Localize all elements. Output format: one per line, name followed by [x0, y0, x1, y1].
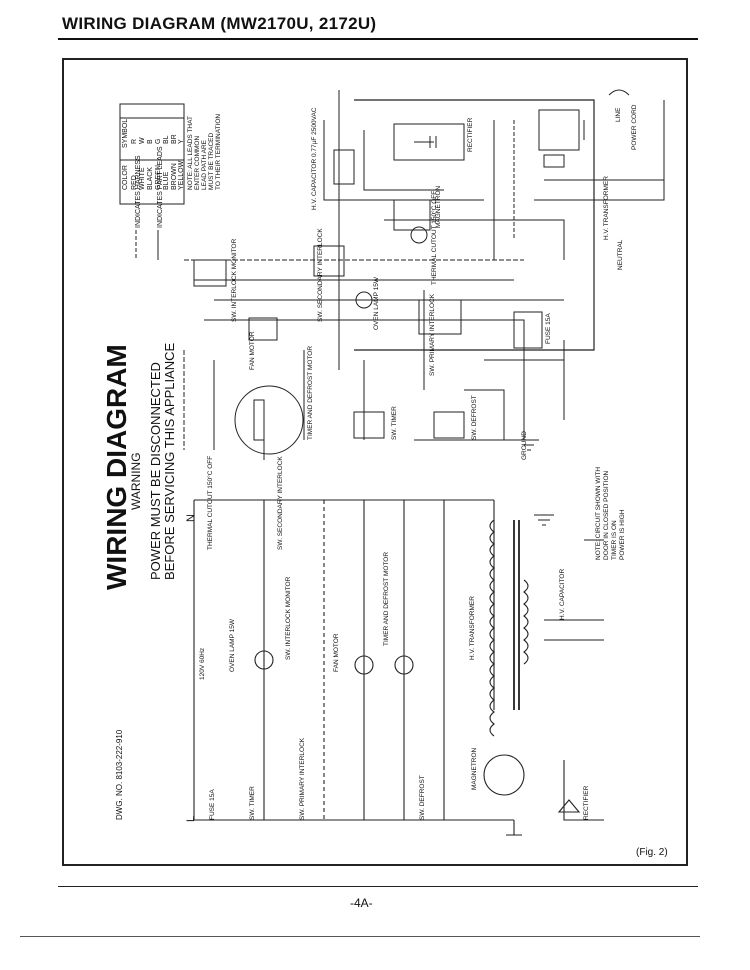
schematic-oven-lamp: OVEN LAMP 15W [229, 618, 236, 672]
schematic-l: L [185, 816, 197, 822]
color-row-3-symbol: G [155, 139, 162, 144]
color-row-4-name: BLUE [163, 171, 170, 190]
warning-line-1: POWER MUST BE DISCONNECTED [148, 362, 163, 580]
label-fuse: FUSE 15A [545, 313, 552, 344]
page-number: -4A- [350, 896, 373, 910]
color-row-5-symbol: BR [171, 134, 178, 144]
schematic-hv-transformer: H.V. TRANSFORMER [469, 596, 476, 660]
schematic-timer-motor: TIMER AND DEFROST MOTOR [383, 552, 390, 646]
schematic-n: N [185, 514, 197, 522]
schematic-voltage: 120V 60Hz [199, 648, 206, 680]
color-row-2-name: BLACK [147, 167, 154, 190]
label-timer-defrost-motor: TIMER AND DEFROST MOTOR [307, 346, 314, 440]
label-line: LINE [615, 107, 622, 122]
page-title: WIRING DIAGRAM (MW2170U, 2172U) [62, 14, 377, 33]
color-code-table: COLOR SYMBOL RED R WHITE W BLACK B GREEN… [119, 103, 185, 205]
schematic-note-2: DOOR IN CLOSED POSITION [603, 470, 610, 560]
label-sw-timer: SW. TIMER [391, 406, 398, 440]
label-sw-defrost: SW. DEFROST [471, 395, 478, 440]
label-interlock-monitor: SW. INTERLOCK MONITOR [231, 238, 238, 322]
label-neutral: NEUTRAL [617, 239, 624, 270]
schematic-secondary-interlock: SW. SECONDARY INTERLOCK [277, 456, 284, 550]
color-row-4-symbol: BL [163, 135, 170, 144]
schematic-rectifier: RECTIFIER [583, 785, 590, 820]
label-hv-transformer: H.V. TRANSFORMER [603, 176, 610, 240]
label-primary-interlock: SW. PRIMARY INTERLOCK [429, 293, 436, 376]
wiring-diagram-figure: WIRING DIAGRAM WARNING POWER MUST BE DIS… [101, 89, 665, 836]
label-hv-capacitor: H.V. CAPACITOR 0.77µF 2500VAC [311, 107, 318, 210]
color-row-5-name: BROWN [171, 163, 178, 190]
color-row-0-name: RED [131, 175, 138, 190]
label-secondary-interlock: SW. SECONDARY INTERLOCK [317, 228, 324, 322]
schematic-fuse: FUSE 15A [209, 789, 216, 820]
color-row-1-name: WHITE [139, 167, 146, 190]
label-ground: GROUND [521, 431, 528, 460]
color-row-1-symbol: W [139, 137, 146, 144]
figure-label: (Fig. 2) [636, 847, 668, 858]
footer-rule [58, 886, 698, 887]
label-rectifier: RECTIFIER [467, 117, 474, 152]
color-row-6-symbol: Y [178, 139, 185, 144]
color-note-4: MUST BE TRACED [208, 133, 215, 190]
diagram-frame [62, 58, 688, 866]
color-table-header-symbol: SYMBOL [122, 119, 129, 148]
color-note-3: LEAD PATH ARE [201, 139, 208, 190]
legend-part-leads: INDICATES PART LEADS [157, 146, 164, 228]
color-note-1: NOTE: ALL LEADS THAT [187, 116, 194, 190]
schematic-magnetron: MAGNETRON [471, 747, 478, 790]
label-power-cord: POWER CORD [631, 104, 638, 150]
rotated-labels: WIRING DIAGRAM WARNING POWER MUST BE DIS… [101, 103, 638, 822]
color-note-5: TO THEIR TERMINATION [215, 114, 222, 190]
color-row-3-name: GREEN [155, 165, 162, 190]
schematic-note-1: NOTE: CIRCUIT SHOWN WITH [595, 467, 602, 560]
schematic-interlock-monitor: SW. INTERLOCK MONITOR [285, 576, 292, 660]
legend-harness: INDICATES HARNESS [135, 155, 142, 228]
schematic-sw-timer: SW. TIMER [249, 786, 256, 820]
schematic-sw-defrost: SW. DEFROST [419, 775, 426, 820]
schematic-hv-capacitor: H.V. CAPACITOR [559, 569, 566, 620]
schematic-thermal-cutout: THERMAL CUTOUT 150°C OFF [206, 456, 214, 550]
warning-line-2: BEFORE SERVICING THIS APPLIANCE [162, 342, 177, 580]
color-note-2: ENTER COMMON [194, 136, 201, 190]
color-table-header-color: COLOR [122, 165, 129, 190]
label-thermal-cutout: THERMAL CUTOUT 150°C OFF [430, 191, 438, 285]
schematic-note-4: POWER IS HIGH [619, 509, 626, 560]
color-row-6-name: YELLOW [178, 160, 185, 190]
label-fan-motor: FAN MOTOR [249, 331, 256, 370]
line-legend: INDICATES HARNESS INDICATES PART LEADS [135, 146, 164, 260]
color-row-2-symbol: B [147, 139, 154, 144]
diagram-title: WIRING DIAGRAM [101, 344, 132, 590]
bottom-rule [20, 936, 700, 937]
schematic-fan-motor: FAN MOTOR [333, 633, 340, 672]
drawing-number: DWG. NO. 8103-222-910 [115, 729, 124, 820]
header-rule [58, 38, 698, 40]
wiring-layout [183, 89, 665, 460]
schematic-primary-interlock: SW. PRIMARY INTERLOCK [299, 737, 306, 820]
color-row-0-symbol: R [131, 139, 138, 144]
label-magnetron: MAGNETRON [435, 185, 442, 228]
label-oven-lamp: OVEN LAMP 15W [373, 276, 380, 330]
schematic-note-3: TIMER IS ON [611, 520, 618, 560]
warning-heading: WARNING [129, 452, 143, 510]
schematic [193, 499, 604, 836]
